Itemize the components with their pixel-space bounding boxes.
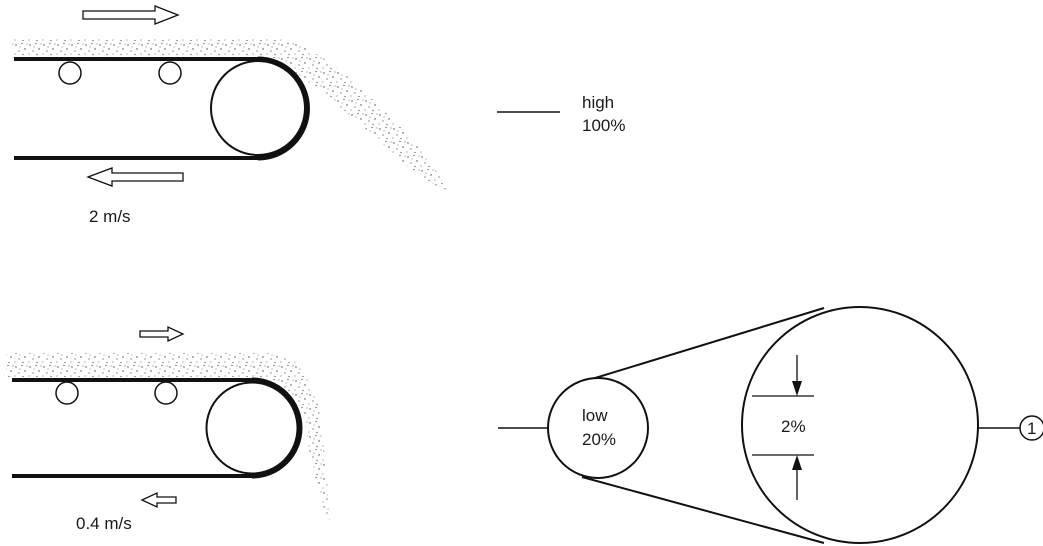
head-pulley-low <box>205 381 299 475</box>
direction-arrow-left-low <box>140 491 177 509</box>
idler-roller-high-2 <box>158 61 182 85</box>
level-percent-high: 100% <box>582 116 625 135</box>
direction-arrow-right-low <box>139 325 185 343</box>
low-level-circle <box>547 377 649 479</box>
belt-wrap-high <box>257 56 310 161</box>
material-layer-high <box>12 38 448 190</box>
direction-arrow-right-high <box>82 5 180 25</box>
speed-label-high: 2 m/s <box>89 207 131 226</box>
callout-circle <box>1019 415 1043 441</box>
idler-roller-high-1 <box>58 61 82 85</box>
level-percent-low: 20% <box>582 430 616 449</box>
conveyor-low: 0.4 m/s <box>6 325 330 533</box>
level-label-low: low <box>582 406 608 425</box>
idler-roller-low-1 <box>55 381 79 405</box>
material-layer-low <box>6 353 330 520</box>
idler-roller-low-2 <box>154 381 178 405</box>
gap-label: 2% <box>781 417 806 436</box>
level-detail: low 20% 2% 1 <box>498 306 1043 544</box>
belt-wrap-low <box>251 377 303 479</box>
magnified-circle <box>741 306 979 544</box>
dimension-arrow-down-head <box>792 381 802 396</box>
callout-number: 1 <box>1027 419 1036 438</box>
head-pulley-high <box>210 60 306 156</box>
direction-arrow-left-high <box>86 167 184 187</box>
level-label-high: high <box>582 93 614 112</box>
speed-label-low: 0.4 m/s <box>76 514 132 533</box>
tangent-line-lower <box>581 476 825 544</box>
dimension-arrow-up-head <box>792 455 802 470</box>
tangent-line-upper <box>581 307 825 383</box>
conveyor-high: 2 m/s high 100% <box>12 5 625 226</box>
